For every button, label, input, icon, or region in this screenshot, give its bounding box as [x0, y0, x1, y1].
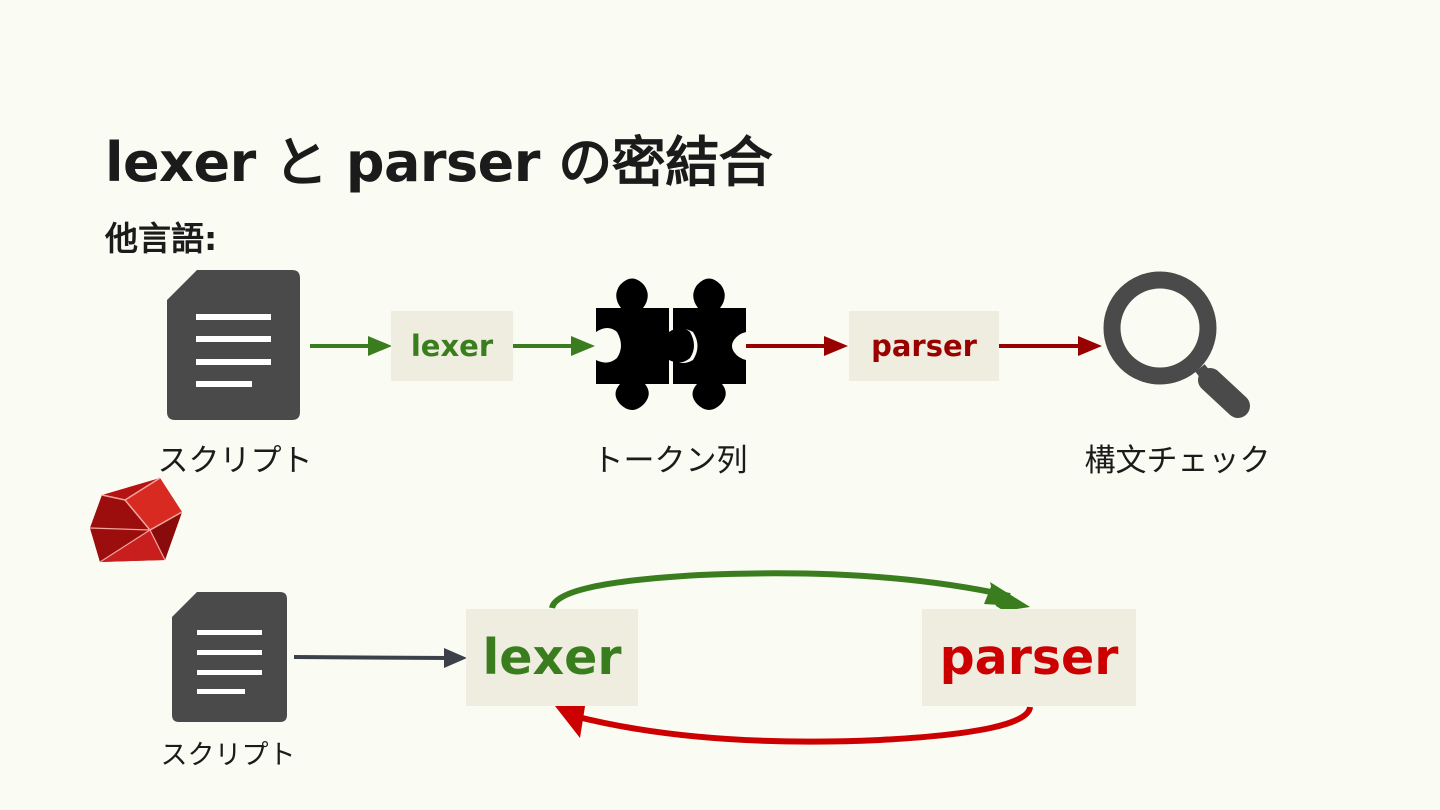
script-caption: スクリプト: [157, 443, 313, 479]
arrow-script-to-lexer: [310, 336, 392, 356]
parser-box-bottom: parser: [922, 609, 1136, 706]
arrow-tokens-to-parser: [746, 336, 848, 356]
magnifier-icon: [1103, 271, 1250, 418]
lexer-box: lexer: [391, 311, 513, 381]
arrow-lexer-to-tokens: [513, 336, 595, 356]
parser-label: parser: [871, 329, 977, 363]
slide-subtitle: 他言語:: [105, 219, 218, 258]
lexer-label-bottom: lexer: [482, 629, 622, 686]
check-caption: 構文チェック: [1084, 443, 1271, 479]
lexer-label: lexer: [410, 329, 494, 363]
parser-box: parser: [849, 311, 999, 381]
script-caption-bottom: スクリプト: [160, 740, 296, 771]
document-icon-bottom: [172, 592, 287, 722]
ruby-logo: [89, 477, 183, 563]
arrow-parser-to-lexer-curve: [555, 700, 1033, 745]
arrow-parser-to-check: [999, 336, 1102, 356]
puzzle-icon: [596, 278, 746, 410]
parser-label-bottom: parser: [939, 629, 1119, 686]
lexer-box-bottom: lexer: [466, 609, 638, 706]
document-icon: [167, 270, 300, 420]
arrow-lexer-to-parser-curve: [549, 570, 1030, 611]
arrow-script-to-lexer-bottom: [293, 648, 467, 668]
slide-title: lexer と parser の密結合: [105, 131, 773, 194]
tokens-caption: トークン列: [592, 443, 748, 479]
